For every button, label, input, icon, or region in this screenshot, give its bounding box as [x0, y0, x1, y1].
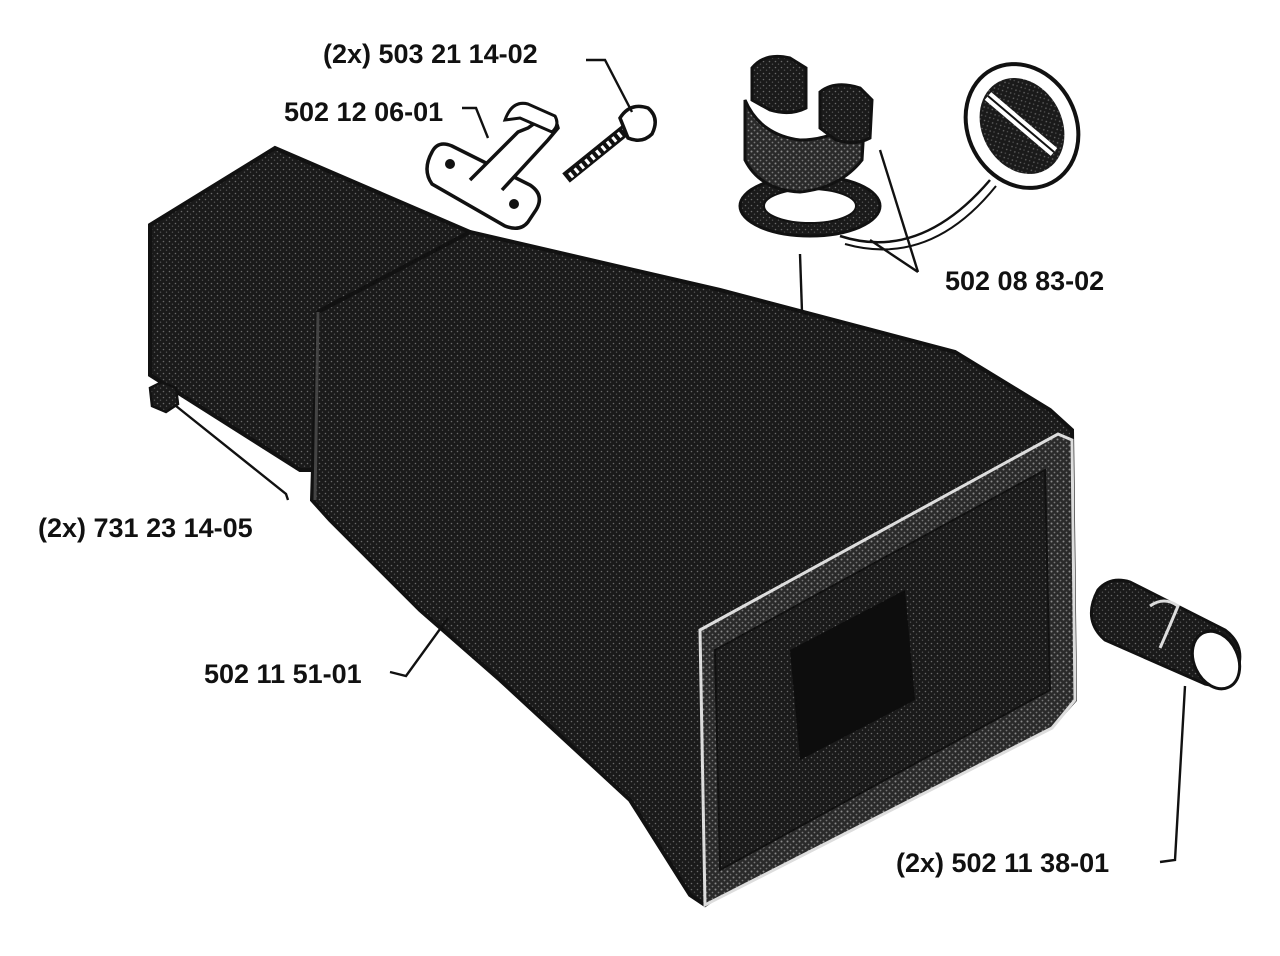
- leader-nut: [175, 405, 290, 501]
- leader-fuel-cap-c: [798, 253, 804, 313]
- part-labels: (2x) 503 21 14-02 502 12 06-01 502 08 83…: [38, 39, 1109, 878]
- leader-bracket: [462, 106, 490, 139]
- nut: [148, 380, 180, 414]
- label-damper: (2x) 502 11 38-01: [896, 848, 1109, 878]
- cap-strap: [839, 179, 991, 244]
- damper-band: [1149, 599, 1180, 649]
- cap-washer-inner: [763, 188, 857, 224]
- label-screw: (2x) 503 21 14-02: [323, 39, 538, 69]
- cap-strap: [844, 185, 997, 251]
- label-tank: 502 11 51-01: [204, 659, 362, 689]
- leader-fuel-cap-a: [878, 149, 920, 273]
- bracket-hole: [445, 159, 455, 169]
- label-nut: (2x) 731 23 14-05: [38, 513, 253, 543]
- damper: [1089, 578, 1242, 691]
- tank-seam: [313, 311, 320, 501]
- nut-body: [148, 380, 180, 414]
- leader-damper: [1159, 685, 1187, 864]
- screw-head: [618, 104, 657, 142]
- mounting-bracket: [425, 101, 560, 230]
- cap-body: [743, 99, 867, 194]
- bracket-hole: [509, 199, 519, 209]
- fuel-cap: [738, 54, 1081, 251]
- leader-lines: [175, 58, 1187, 864]
- damper-end: [1190, 629, 1242, 691]
- tank-front-recess: [790, 590, 915, 760]
- label-bracket: 502 12 06-01: [284, 97, 443, 127]
- vent-disc-slot-edge: [987, 95, 1055, 153]
- leader-fuel-cap-b: [869, 239, 919, 273]
- bracket-clip: [502, 101, 559, 134]
- label-fuel-cap: 502 08 83-02: [945, 266, 1104, 296]
- fuel-tank: [148, 145, 1078, 908]
- leader-tank: [389, 617, 449, 678]
- cap-grip-left: [750, 54, 808, 115]
- leader-screw: [586, 58, 634, 113]
- cap-grip-right: [818, 83, 874, 145]
- screw-thread-hatch: [568, 125, 630, 179]
- screw: [562, 104, 657, 183]
